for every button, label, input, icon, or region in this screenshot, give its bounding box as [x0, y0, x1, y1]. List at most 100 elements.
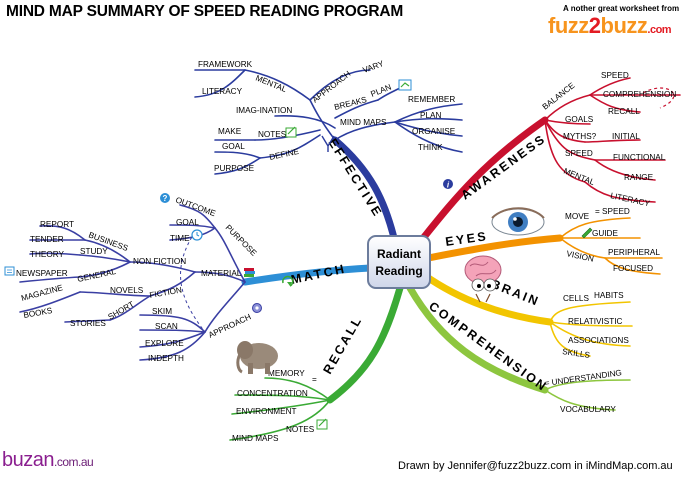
node-purpose-effective: PURPOSE — [214, 164, 255, 173]
node-approach-match: APPROACH — [207, 312, 253, 340]
books-stack-icon — [244, 268, 255, 277]
match-dashed-link — [180, 231, 206, 333]
node-organise: ORGANISE — [412, 127, 456, 136]
node-vision: VISION — [566, 249, 595, 264]
node-goal-match: GOAL — [176, 218, 199, 227]
node-focused: FOCUSED — [613, 264, 653, 273]
svg-text:?: ? — [163, 194, 168, 203]
node-remember: REMEMBER — [408, 95, 455, 104]
node-mental-awareness: MENTAL — [562, 167, 596, 188]
branch-brain — [420, 271, 554, 326]
node-balance: BALANCE — [541, 81, 577, 112]
brain-tree-icon — [321, 135, 335, 152]
central-node-line1: Radiant — [377, 247, 421, 261]
tagline: A nother great worksheet from — [563, 4, 680, 13]
planner-icon — [398, 79, 412, 91]
node-novels: NOVELS — [110, 286, 144, 295]
node-mind-maps-recall: MIND MAPS — [232, 434, 279, 443]
notepad-icon-recall — [316, 418, 328, 430]
brand-part-com: .com — [647, 24, 672, 36]
node-study: STUDY — [80, 247, 108, 256]
brand-logo: fuzz2buzz.com — [548, 13, 672, 39]
node-mind-maps-effective: MIND MAPS — [340, 118, 387, 127]
branch-label-recall: RECALL — [320, 313, 365, 376]
node-goals: GOALS — [565, 115, 594, 124]
node-goal-effective: GOAL — [222, 142, 245, 151]
node-think: THINK — [418, 143, 443, 152]
node-skim: SKIM — [152, 307, 172, 316]
node-guide: GUIDE — [592, 229, 618, 238]
node-books: BOOKS — [23, 306, 54, 320]
node-cells: CELLS — [563, 294, 589, 303]
node-imagination: IMAG-INATION — [236, 106, 292, 115]
node-vocabulary: VOCABULARY — [560, 405, 616, 414]
elephant-icon — [236, 341, 278, 374]
eye-icon — [491, 207, 545, 236]
credit-line: Drawn by Jennifer@fuzz2buzz.com in iMind… — [398, 460, 673, 472]
node-material: MATERIAL — [201, 269, 242, 278]
brain-character-icon — [464, 255, 502, 303]
newspaper-icon — [4, 266, 15, 276]
brand-part-buzz: buzz — [600, 13, 648, 38]
node-habits: HABITS — [594, 291, 624, 300]
brand-part-fuzz: fuzz — [548, 13, 589, 38]
pencil-icon-guide — [581, 227, 593, 239]
node-non-fiction: NON FICTION — [133, 257, 186, 266]
node-plan-effective: PLAN — [369, 82, 392, 98]
node-functional: FUNCTIONAL — [613, 153, 666, 162]
node-literacy-awareness: LITERACY — [610, 191, 652, 208]
info-icon: i — [443, 179, 453, 190]
branch-comprehension — [406, 284, 549, 394]
central-node-line2: Reading — [375, 264, 422, 278]
node-recall-balance: RECALL — [608, 107, 640, 116]
node-literacy-effective: LITERACY — [202, 87, 243, 96]
node-make: MAKE — [218, 127, 242, 136]
node-purpose-match: PURPOSE — [224, 223, 259, 258]
node-notes-effective: NOTES — [258, 130, 287, 139]
branch-label-comprehension: COMPREHENSION — [426, 299, 550, 394]
branch-label-match: MATCH — [290, 262, 348, 287]
branch-match — [241, 264, 374, 286]
branch-awareness — [416, 116, 549, 246]
node-comprehension-balance: COMPREHENSION — [603, 90, 676, 99]
branch-label-effective: EFFECTIVE — [325, 136, 385, 220]
node-framework: FRAMEWORK — [198, 60, 253, 69]
buzan-suffix: .com.au — [54, 455, 94, 469]
node-notes-recall: NOTES — [286, 425, 315, 434]
node-define: DEFINE — [269, 147, 301, 162]
node-equals-speed: = SPEED — [595, 207, 630, 216]
gear-icon — [252, 303, 262, 313]
branch-label-awareness: AWARENESS — [459, 131, 549, 202]
node-memory: MEMORY — [268, 369, 305, 378]
node-concentration: CONCENTRATION — [237, 389, 308, 398]
node-scan: SCAN — [155, 322, 178, 331]
node-speed-balance: SPEED — [601, 71, 629, 80]
node-move: MOVE — [565, 212, 590, 221]
node-range: RANGE — [624, 173, 654, 182]
buzan-name: buzan — [2, 449, 55, 471]
node-memory-equals: = — [312, 375, 317, 384]
node-newspaper: NEWSPAPER — [16, 269, 68, 278]
node-associations: ASSOCIATIONS — [568, 336, 629, 345]
brand-part-2: 2 — [588, 13, 601, 38]
node-stories: STORIES — [70, 319, 106, 328]
page-title: MIND MAP SUMMARY OF SPEED READING PROGRA… — [6, 3, 404, 20]
branch-label-eyes: EYES — [444, 229, 488, 249]
node-speed-awareness: SPEED — [565, 149, 593, 158]
branch-recall — [326, 284, 404, 404]
node-theory: THEORY — [30, 250, 65, 259]
node-general: GENERAL — [77, 267, 118, 284]
node-tender: TENDER — [30, 235, 64, 244]
recycle-icon — [281, 275, 294, 287]
notepad-icon-effective — [285, 126, 297, 138]
node-relativistic: RELATIVISTIC — [568, 317, 623, 326]
awareness-dashed-arrow — [642, 87, 675, 109]
node-explore: EXPLORE — [145, 339, 184, 348]
node-myths: MYTHS? — [563, 132, 597, 141]
node-peripheral: PERIPHERAL — [608, 248, 660, 257]
node-skills: SKILLS — [562, 347, 591, 360]
node-environment: ENVIRONMENT — [236, 407, 297, 416]
clock-icon — [191, 229, 203, 241]
node-mental-effective: MENTAL — [254, 74, 288, 95]
